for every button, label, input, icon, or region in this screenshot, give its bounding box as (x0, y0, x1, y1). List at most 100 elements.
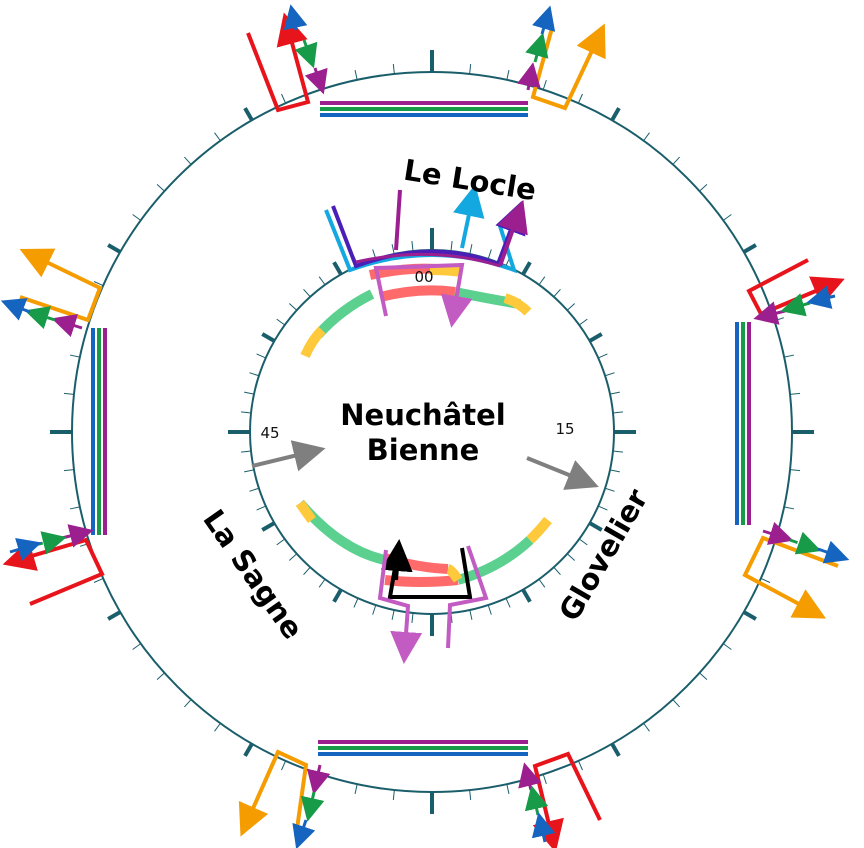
inner-tick (332, 588, 343, 603)
inner-tick (261, 332, 276, 343)
outer-tick (760, 577, 771, 583)
inner-tick (566, 303, 576, 311)
inner-tick (469, 609, 473, 620)
inner-tick (256, 353, 266, 359)
inner-tick (249, 487, 260, 492)
outer-tick (354, 69, 358, 80)
inner-tick (303, 288, 311, 298)
outer-tick (469, 63, 472, 75)
outer-tick (784, 506, 795, 510)
inner-tick (598, 505, 608, 511)
inner-tick (612, 450, 624, 453)
outer-tick (156, 672, 165, 680)
left-top-orange-connection (19, 248, 103, 323)
inner-tick (240, 411, 252, 414)
right-top-small-arrows (753, 285, 836, 325)
minute-label-top: 00 (414, 268, 433, 286)
outer-tick (243, 742, 254, 757)
outer-tick (281, 93, 287, 104)
right-bottom-small-arrows (762, 521, 850, 564)
outer-tick (156, 184, 165, 192)
inner-tick (450, 240, 453, 252)
inner-tick (411, 240, 414, 252)
inner-tick (411, 612, 414, 624)
inner-tick (372, 604, 377, 615)
outer-tick (699, 184, 708, 192)
outer-tick (774, 317, 785, 322)
outer-tick (63, 392, 75, 395)
outer-tick (184, 156, 192, 165)
inner-tick (521, 588, 532, 603)
outer-tick (69, 506, 80, 510)
inner-tick (521, 261, 532, 276)
outer-tick (610, 107, 621, 122)
bottom-inner-cluster (295, 499, 552, 664)
minute-label-left: 45 (260, 424, 279, 442)
outer-tick (281, 760, 287, 771)
right-track-bundle (735, 322, 751, 525)
inner-tick (261, 521, 276, 532)
inner-tick (538, 578, 546, 588)
inner-tick (303, 566, 311, 576)
inner-tick (612, 411, 624, 414)
outer-tick (184, 699, 192, 708)
inner-tick (249, 372, 260, 377)
outer-tick (643, 132, 650, 142)
inner-tick (353, 598, 359, 608)
outer-tick (132, 214, 142, 221)
outer-tick (784, 354, 795, 358)
inner-tick (505, 598, 511, 608)
outer-tick (107, 243, 122, 254)
inner-tick (588, 332, 603, 343)
outer-tick (93, 577, 104, 583)
inner-tick (553, 288, 561, 298)
bottom-right-small-arrows (518, 762, 556, 843)
top-left-small-arrows (283, 4, 328, 95)
bottom-left-orange-connection (238, 749, 309, 837)
top-right-orange-connection (530, 23, 606, 111)
bottom-left-small-arrows (292, 764, 331, 848)
outer-tick (610, 742, 621, 757)
outer-tick (672, 699, 680, 708)
inner-tick (391, 609, 395, 620)
outer-tick (469, 789, 472, 801)
top-track-bundle (320, 101, 528, 117)
inner-tick (578, 318, 588, 326)
top-inner-cluster (300, 184, 532, 359)
inner-tick (240, 450, 252, 453)
top-right-small-arrows (516, 5, 556, 91)
inner-tick (288, 553, 298, 561)
inner-tick (487, 249, 492, 260)
outer-tick (789, 469, 801, 472)
outer-tick (542, 774, 547, 785)
inner-tick (598, 353, 608, 359)
center-title-line2: Bienne (367, 433, 480, 467)
inner-tick (609, 391, 620, 395)
outer-tick (392, 63, 395, 75)
outer-tick (354, 784, 358, 795)
outer-tick (722, 214, 732, 221)
left-bottom-red-connection (2, 537, 105, 606)
outer-tick (742, 610, 757, 621)
inner-tick (604, 372, 615, 377)
destination-label-le-locle: Le Locle (401, 153, 538, 207)
inner-tick (288, 303, 298, 311)
outer-tick (577, 760, 583, 771)
outer-tick (699, 672, 708, 680)
outer-tick (107, 610, 122, 621)
outer-tick (506, 784, 510, 795)
minute-label-right: 15 (555, 420, 574, 438)
center-title-line1: Neuchâtel (340, 398, 505, 432)
inner-tick (604, 487, 615, 492)
outer-tick (789, 392, 801, 395)
outer-tick (214, 132, 221, 142)
outer-tick (63, 469, 75, 472)
outer-tick (643, 722, 650, 732)
inner-tick (318, 578, 326, 588)
left-top-small-arrows (0, 298, 83, 338)
destination-label-la-sagne: La Sagne (196, 503, 310, 645)
inner-tick (553, 566, 561, 576)
outer-tick (214, 722, 221, 732)
